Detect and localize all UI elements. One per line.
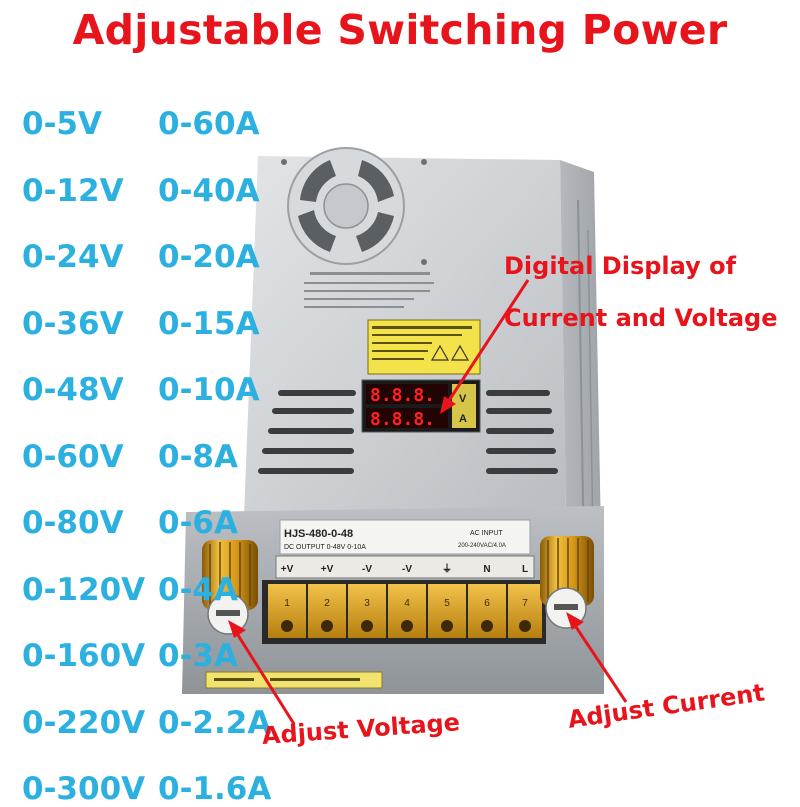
terminal-number: 6 bbox=[484, 598, 490, 609]
terminal-label: L bbox=[522, 564, 528, 575]
model-label: HJS-480-0-48 bbox=[284, 528, 353, 540]
terminal-label: N bbox=[483, 564, 490, 575]
callout-arrows bbox=[228, 279, 628, 725]
terminal-number: 3 bbox=[364, 598, 370, 609]
terminal-number: 4 bbox=[404, 598, 410, 609]
voltage-knob bbox=[202, 540, 258, 635]
vent-slots bbox=[258, 390, 558, 474]
terminal-block bbox=[262, 580, 546, 644]
headline-title: Adjustable Switching Power bbox=[72, 6, 728, 54]
digital-display bbox=[361, 379, 481, 433]
terminal-number: 1 bbox=[284, 598, 290, 609]
callout-display-line1: Digital Display of bbox=[504, 252, 737, 280]
terminal-number: 5 bbox=[444, 598, 450, 609]
terminal-number: 2 bbox=[324, 598, 330, 609]
display-unit-a: A bbox=[459, 413, 467, 425]
callout-display-line2: Current and Voltage bbox=[504, 304, 778, 332]
display-top-digits: 8.8.8. bbox=[370, 385, 435, 406]
fan-icon bbox=[281, 147, 427, 265]
terminal-label: ⏚ bbox=[442, 563, 452, 575]
ac-input-value: 200-240VAC/4.0A bbox=[458, 543, 506, 549]
dc-output-label: DC OUTPUT 0-48V 0-10A bbox=[284, 544, 366, 551]
terminal-label: -V bbox=[402, 564, 412, 575]
terminal-label: +V bbox=[321, 564, 334, 575]
product-label bbox=[279, 519, 531, 555]
display-unit-v: V bbox=[459, 393, 467, 405]
ac-input-title: AC INPUT bbox=[470, 530, 503, 537]
terminal-label: -V bbox=[362, 564, 372, 575]
terminal-number: 7 bbox=[522, 598, 528, 609]
terminal-label: +V bbox=[281, 564, 294, 575]
display-bottom-digits: 8.8.8. bbox=[370, 409, 435, 430]
warning-sticker bbox=[367, 319, 481, 375]
